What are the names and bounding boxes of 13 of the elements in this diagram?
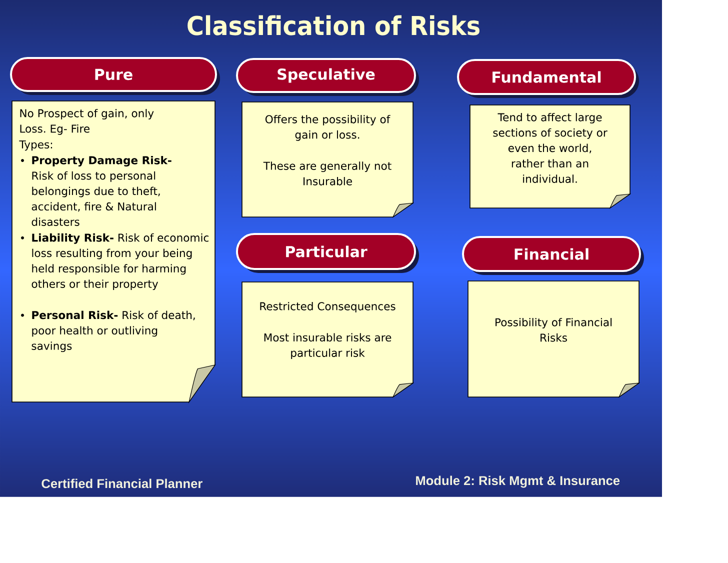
heading-pill: Fundamental [457, 59, 639, 98]
footer-text: Module 2: Risk Mgmt & Insurance [416, 476, 620, 488]
slide-title: Classification of Risks [188, 15, 480, 36]
heading-pill: Financial [462, 236, 644, 275]
heading-pill: Speculative [236, 58, 419, 96]
footer-text: Certified Financial Planner [42, 478, 202, 488]
heading-pill: Pure [10, 57, 220, 95]
sticky-note: Possibility of Financial Risks [468, 280, 640, 398]
heading-pill: Particular [236, 233, 419, 273]
sticky-note: Restricted Consequences Most insurable risks are particular risk [242, 282, 414, 398]
sticky-note: No Prospect of gain, only Loss. Eg- Fire Types: Property Damage Risk- Risk of loss to personal belongings due to theft, accident, fire & Natural disasters Liability Risk- Risk of economic loss resulting from your being held responsible for harming others or their property Personal Risk- Risk of death, poor health or outliving savings [12, 100, 216, 402]
sticky-note: Offers the possibility of gain or loss. These are generally not Insurable [242, 102, 414, 218]
sticky-note: Tend to affect large sections of society or even the world, rather than an individual. [470, 104, 630, 208]
